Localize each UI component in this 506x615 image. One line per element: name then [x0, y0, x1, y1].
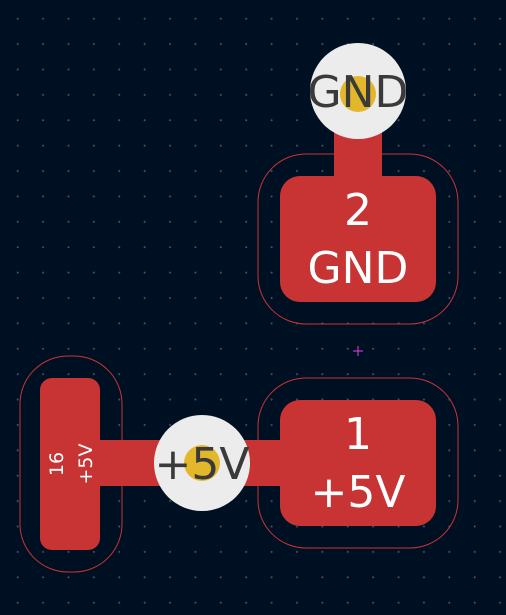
- pad-1[interactable]: [280, 400, 436, 526]
- pad-2-net-label: GND: [308, 243, 409, 294]
- pad-1-number: 1: [344, 409, 372, 460]
- pad-16[interactable]: [40, 378, 100, 550]
- pad-16-net-label: +5V: [75, 443, 97, 484]
- via-5v-drill: [184, 445, 220, 481]
- pad-1-net-label: +5V: [311, 467, 406, 518]
- pad-16-number: 16: [46, 452, 68, 476]
- via-gnd-net-label: GND: [308, 67, 409, 118]
- via-5v-net-label: +5V: [155, 439, 250, 490]
- footprint-anchor-cross: [353, 346, 363, 356]
- pad-2-number: 2: [344, 185, 372, 236]
- via-gnd-drill: [340, 76, 376, 112]
- pad-2[interactable]: [280, 176, 436, 302]
